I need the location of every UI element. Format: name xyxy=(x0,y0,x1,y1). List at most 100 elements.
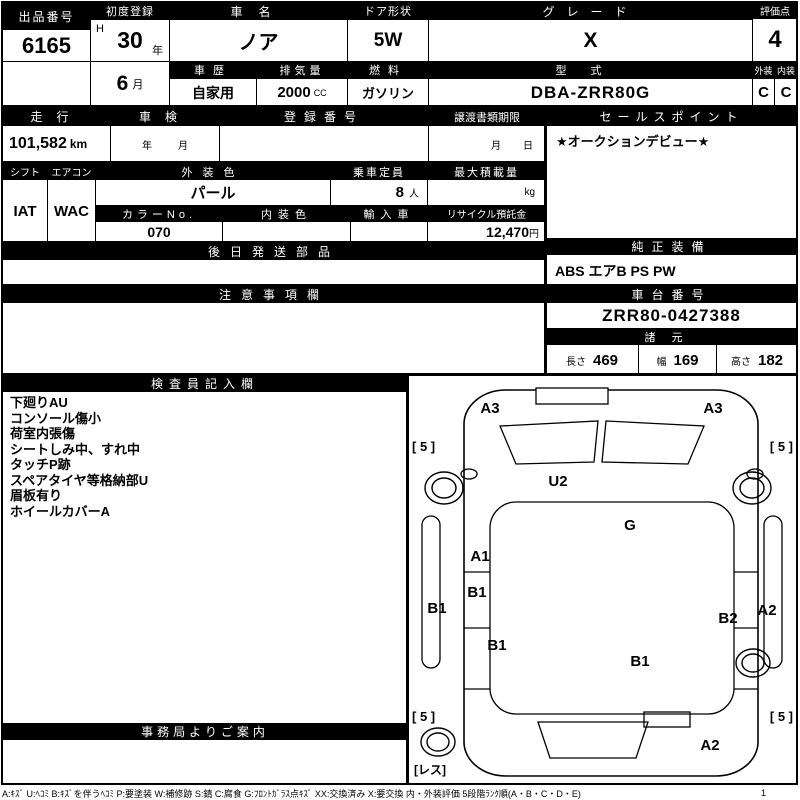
mileage-header: 走行 xyxy=(2,107,111,126)
rank-mark-top-left: [ 5 ] xyxy=(412,439,435,454)
divider xyxy=(2,284,798,287)
damage-mark-b1-rail: B1 xyxy=(427,600,446,617)
side-rail-right xyxy=(763,515,783,669)
displacement-header: 排気量 xyxy=(256,61,348,79)
score-header: 評価点 xyxy=(752,2,798,19)
capacity-header: 乗車定員 xyxy=(330,163,428,180)
exterior-grade-value: C xyxy=(752,78,775,107)
first-reg-year-cell: H 30 年 xyxy=(90,19,170,62)
damage-mark-a2-bottom: A2 xyxy=(700,737,719,754)
res-mark: [レス] xyxy=(414,763,446,777)
car-name-value: ノア xyxy=(169,19,348,62)
inspector-notes-area: 下廻りAU コンソール傷小 荷室内張傷 シートしみ中、すれ中 タッチP跡 スペア… xyxy=(2,391,408,724)
damage-mark-b1-upper: B1 xyxy=(467,584,486,601)
rear-plate xyxy=(643,711,691,728)
damage-mark-b1-mid: B1 xyxy=(487,637,506,654)
first-reg-month-cell: 6 月 xyxy=(90,61,170,107)
inspection-header: 車検 xyxy=(110,107,220,126)
max-load-header: 最大積載量 xyxy=(427,163,546,180)
wheel-front-left xyxy=(424,471,464,505)
door-value: 5W xyxy=(347,19,429,62)
inspector-note-line: 荷室内張傷 xyxy=(10,426,76,441)
vehicle-damage-diagram: A3 A3 [ 5 ] [ 5 ] U2 G A1 B1 B1 A2 B2 B1… xyxy=(412,387,793,777)
era-letter: H xyxy=(96,23,104,35)
inspector-note-line: 下廻りAU xyxy=(10,395,68,410)
damage-mark-a3-left: A3 xyxy=(480,400,499,417)
capacity-unit: 人 xyxy=(409,189,419,200)
inspector-header: 検査員記入欄 xyxy=(2,375,408,392)
inspection-value: 年 月 xyxy=(110,125,220,163)
side-rail-left xyxy=(421,515,441,669)
damage-mark-b2: B2 xyxy=(718,610,737,627)
month-unit: 月 xyxy=(132,79,144,91)
legend-text: A:ｷｽﾞ U:ﾍｺﾐ B:ｷｽﾞを伴うﾍｺﾐ P:要塗装 W:補修跡 S:錆 … xyxy=(2,788,581,799)
dims-length-cell: 長さ 469 xyxy=(546,345,638,375)
divider xyxy=(2,105,798,108)
inspector-note-line: タッチP跡 xyxy=(10,457,71,472)
model-header: 型式 xyxy=(428,61,753,79)
later-parts-header: 後日発送部品 xyxy=(2,243,546,260)
damage-mark-b1-lower: B1 xyxy=(630,653,649,670)
displacement-value: 2000 CC xyxy=(256,78,348,107)
dims-header: 諸元 xyxy=(545,328,798,345)
inspector-note-line: ホイールカバーA xyxy=(10,503,110,519)
damage-marks: A3 A3 [ 5 ] [ 5 ] U2 G A1 B1 B1 A2 B2 B1… xyxy=(412,400,793,777)
shift-value: IAT xyxy=(2,179,48,243)
license-plates xyxy=(535,387,691,728)
inspector-note-line: スペアタイヤ等格納部U xyxy=(10,472,149,488)
divider xyxy=(2,373,798,376)
history-value: 自家用 xyxy=(169,78,257,107)
aircon-header: エアコン xyxy=(47,163,96,180)
mileage-number: 101,582 xyxy=(9,135,67,152)
transfer-day-unit: 日 xyxy=(523,140,533,152)
auction-no-value: 6165 xyxy=(2,29,91,62)
height-label: 高さ xyxy=(730,356,751,368)
import-header: 輸入車 xyxy=(350,205,428,222)
exterior-color-header: 外装色 xyxy=(95,163,331,180)
interior-grade-header: 内装 xyxy=(774,61,798,79)
dims-row: 長さ 469 幅 169 高さ 182 xyxy=(545,344,798,376)
auction-no-header: 出品番号 xyxy=(2,2,91,30)
roof-outline xyxy=(489,501,735,715)
divider xyxy=(406,373,409,785)
reg-no-value xyxy=(219,125,429,163)
auction-no-empty-box xyxy=(2,61,91,107)
max-load-value: kg xyxy=(427,179,546,206)
equipment-value: ABS エアB PS PW xyxy=(545,254,798,287)
interior-grade-value: C xyxy=(774,78,798,107)
office-header: 事務局よりご案内 xyxy=(2,723,408,740)
front-plate xyxy=(535,387,609,405)
model-value: DBA-ZRR80G xyxy=(428,78,753,107)
color-no-value: 070 xyxy=(95,221,223,243)
sales-point-value: ★オークションデビュー★ xyxy=(545,125,798,239)
length-label: 長さ xyxy=(565,356,586,368)
inspector-note-line: シートしみ中、すれ中 xyxy=(10,441,141,457)
sales-point-text: ★オークションデビュー★ xyxy=(556,134,710,149)
width-label: 幅 xyxy=(656,356,667,368)
first-reg-year: 30 xyxy=(117,27,143,53)
year-unit: 年 xyxy=(152,45,163,57)
inspector-note-line: 眉板有り xyxy=(10,488,63,503)
chassis-value: ZRR80-0427388 xyxy=(545,302,798,329)
car-name-header: 車名 xyxy=(169,2,348,20)
office-value xyxy=(2,739,408,785)
recycle-value: 12,470 円 xyxy=(427,221,546,243)
wheels xyxy=(420,471,772,757)
interior-color-header: 内装色 xyxy=(222,205,351,222)
grade-value: X xyxy=(428,19,753,62)
exterior-grade-header: 外装 xyxy=(752,61,775,79)
divider xyxy=(2,241,546,244)
rank-mark-bottom-right: [ 5 ] xyxy=(770,709,793,724)
score-value: 4 xyxy=(752,18,798,62)
length-value: 469 xyxy=(592,351,619,369)
damage-mark-a1: A1 xyxy=(470,548,489,565)
first-reg-month: 6 xyxy=(116,72,129,95)
inspection-year-unit: 年 xyxy=(142,140,152,152)
wheel-rear-right xyxy=(735,648,771,678)
sales-point-header: セールスポイント xyxy=(545,107,798,126)
legend-bar: A:ｷｽﾞ U:ﾍｺﾐ B:ｷｽﾞを伴うﾍｺﾐ P:要塗装 W:補修跡 S:錆 … xyxy=(2,787,798,799)
color-no-header: カラーNo. xyxy=(95,205,223,222)
rank-mark-bottom-left: [ 5 ] xyxy=(412,709,435,724)
diagram-panel: A3 A3 [ 5 ] [ 5 ] U2 G A1 B1 B1 A2 B2 B1… xyxy=(407,375,798,785)
